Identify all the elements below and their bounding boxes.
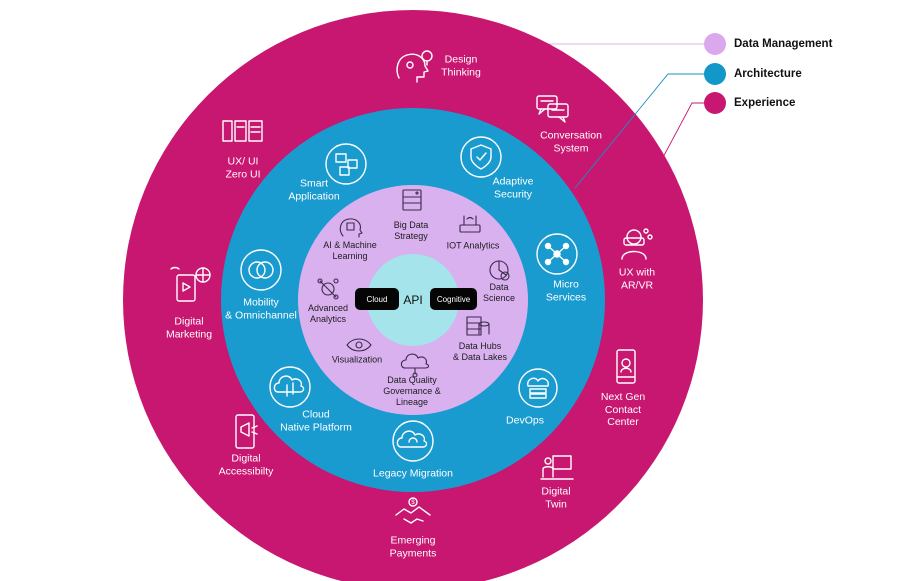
wireframe-icon [222,120,263,142]
label-design-thinking: Design Thinking [441,53,481,78]
megaphone-phone-icon [235,414,258,449]
svg-text:$: $ [411,500,415,506]
legend-data-management: Data Management [704,33,832,55]
mobile-contact-icon [616,349,636,384]
label-devops: DevOps [506,414,544,427]
label-ai-machine-learning: AI & Machine Learning [323,240,377,261]
digital-marketing-icon [170,266,211,302]
design-thinking-icon [396,50,433,83]
label-advanced-analytics: Advanced Analytics [307,303,349,324]
label-ux-ar-vr: UX with AR/VR [618,266,656,291]
label-data-hubs: Data Hubs & Data Lakes [452,341,508,362]
legend-experience: Experience [704,92,795,114]
label-smart-application: Smart Application [288,177,340,202]
analytics-icon [317,278,339,300]
label-visualization: Visualization [331,354,383,365]
shield-icon [460,136,502,178]
label-cloud-native-platform: Cloud Native Platform [280,408,352,433]
chat-bubbles-icon [536,95,569,123]
smart-application-icon [325,143,367,185]
cloud-transfer-icon [269,366,311,408]
database-icon [466,316,490,336]
cloud-sync-icon [392,420,434,462]
label-conversation-system: Conversation System [540,129,602,154]
data-quality-cloud-icon [400,353,430,378]
label-iot-analytics: IOT Analytics [446,240,500,251]
cloud-pill: Cloud [355,288,399,310]
label-data-science: Data Science [482,282,516,303]
label-legacy-migration: Legacy Migration [373,467,453,480]
legend-dot-architecture [704,63,726,85]
legend-dot-data-management [704,33,726,55]
vr-headset-icon [621,228,653,260]
label-ux-ui-zero-ui: UX/ UI Zero UI [225,155,261,180]
big-data-icon [402,189,422,211]
data-science-icon [489,260,510,281]
label-big-data-strategy: Big Data Strategy [393,220,429,241]
iot-router-icon [459,215,481,233]
label-digital-accessibility: Digital Accessibilty [218,452,274,477]
label-mobility-omnichannel: Mobility & Omnichannel [225,296,297,321]
legend-label-experience: Experience [734,97,796,109]
label-data-quality: Data Quality Governance & Lineage [383,374,441,407]
label-adaptive-security: Adaptive Security [492,175,534,200]
ai-brain-icon [339,218,363,238]
network-nodes-icon [536,233,578,275]
legend-architecture: Architecture [704,63,802,85]
label-digital-twin: Digital Twin [541,485,571,510]
api-core [367,254,459,346]
api-label: API [403,293,423,307]
connector-architecture [574,73,714,189]
cognitive-pill: Cognitive [430,288,477,310]
label-emerging-payments: Emerging Payments [389,534,437,559]
omnichannel-icon [240,249,282,291]
legend-dot-experience [704,92,726,114]
label-next-gen-contact-center: Next Gen Contact Center [600,391,646,429]
eye-icon [346,338,372,352]
legend-label-architecture: Architecture [734,68,802,80]
label-micro-services: Micro Services [545,278,587,303]
handshake-payment-icon: $ [395,497,431,524]
presentation-board-icon [540,455,574,480]
label-digital-marketing: Digital Marketing [165,315,213,340]
legend-label-data-management: Data Management [734,38,833,50]
cloud-server-icon [518,368,558,408]
